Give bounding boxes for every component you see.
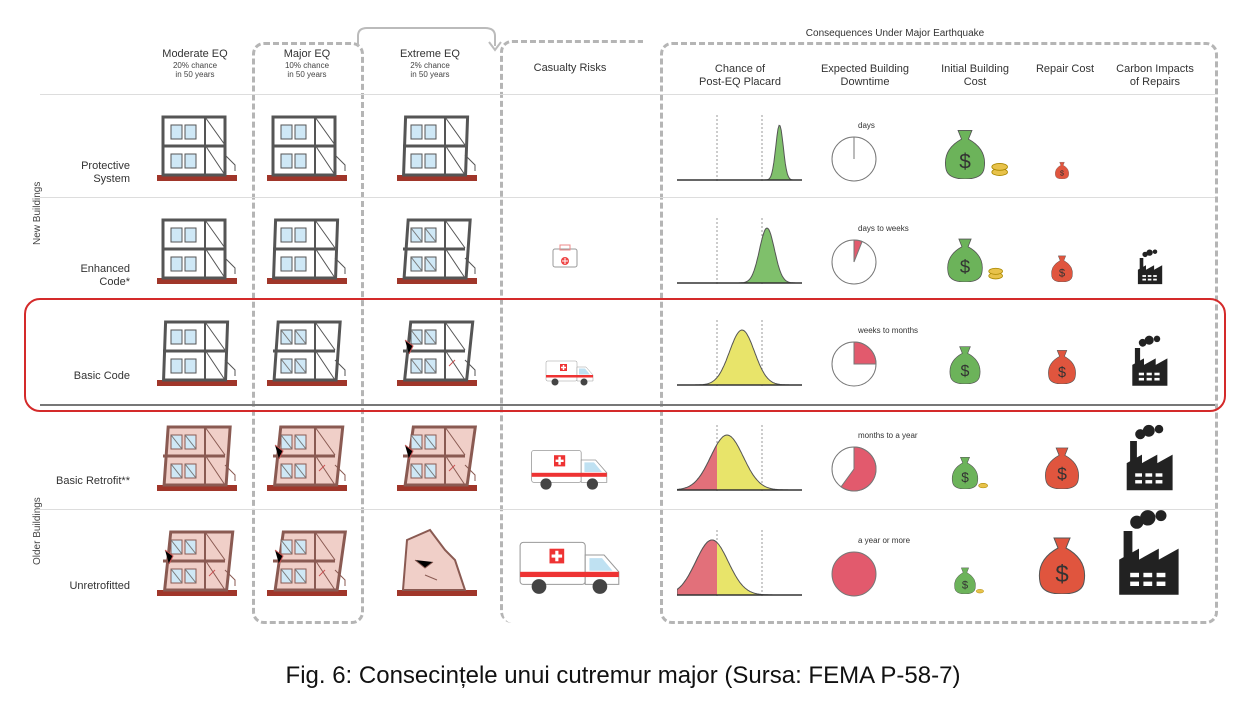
initial-cost-bag-icon: $	[945, 344, 1015, 389]
downtime-label: days to weeks	[858, 224, 909, 233]
building-illustration	[145, 415, 245, 502]
row-label-line: Basic Retrofit**	[56, 475, 130, 487]
initial-cost-bag-icon: $	[939, 127, 1021, 184]
group-new-buildings: New Buildings	[32, 181, 43, 245]
repair-cost-bag-icon: $	[1048, 254, 1106, 287]
row-divider	[40, 404, 670, 406]
repair-cost-bag-icon: $	[1044, 348, 1110, 389]
placard-distribution-chart	[676, 525, 805, 605]
placard-distribution-chart	[677, 213, 805, 293]
row-label-line: Basic Code	[73, 370, 130, 382]
carbon-factory-icon	[1131, 335, 1170, 392]
header-consequences: Consequences Under Major Earthquake	[805, 28, 985, 39]
row-divider	[665, 404, 1215, 406]
downtime-label: a year or more	[858, 536, 911, 545]
consequences-box	[660, 42, 1218, 624]
initial-cost-bag-icon: $	[948, 455, 1012, 494]
repair-cost-bag-icon: $	[1032, 534, 1122, 599]
row-label: Basic Code	[35, 370, 130, 383]
svg-text:$: $	[1055, 561, 1068, 588]
svg-text:$: $	[961, 470, 969, 485]
building-illustration	[255, 105, 355, 192]
building-illustration	[145, 310, 245, 397]
downtime-pie-chart	[830, 135, 880, 190]
row-label-line: Unretrofitted	[69, 580, 130, 592]
figure-caption: Fig. 6: Consecințele unui cutremur major…	[285, 662, 961, 689]
initial-cost-bag-icon: $	[942, 236, 1018, 287]
row-divider	[665, 197, 1215, 198]
building-illustration	[255, 310, 355, 397]
svg-text:$: $	[1059, 267, 1066, 279]
svg-text:$: $	[1058, 365, 1066, 381]
row-divider	[40, 94, 670, 95]
carbon-factory-icon	[1125, 424, 1176, 497]
downtime-pie-chart	[830, 550, 880, 605]
downtime-pie-chart	[830, 445, 880, 500]
first-aid-kit-icon	[550, 243, 580, 276]
placard-distribution-chart	[676, 420, 805, 500]
building-illustration	[255, 415, 355, 502]
building-illustration	[255, 520, 355, 607]
svg-text:$: $	[1057, 464, 1067, 484]
building-illustration	[145, 105, 245, 192]
row-label: Unretrofitted	[35, 580, 130, 593]
row-divider	[665, 94, 1215, 95]
building-illustration	[385, 310, 485, 397]
highlight-frame	[24, 298, 1226, 412]
svg-text:$: $	[962, 579, 969, 591]
row-divider	[665, 509, 1215, 510]
ambulance-icon	[518, 534, 623, 602]
repair-cost-bag-icon: $	[1040, 445, 1114, 494]
group-older-buildings: Older Buildings	[32, 497, 43, 565]
building-illustration	[385, 520, 485, 607]
placard-distribution-chart	[677, 315, 805, 395]
downtime-label: days	[858, 121, 875, 130]
svg-text:$: $	[961, 363, 970, 380]
ambulance-icon	[530, 444, 610, 497]
row-label-line: Enhanced	[80, 263, 130, 275]
svg-text:$: $	[1060, 168, 1064, 177]
major-eq-box	[252, 42, 364, 624]
placard-distribution-chart	[677, 110, 805, 190]
row-divider	[40, 509, 670, 510]
row-divider	[40, 197, 670, 198]
downtime-pie-chart	[830, 340, 880, 395]
header-repair-cost: Repair Cost	[1035, 63, 1095, 75]
arrow-connector	[357, 27, 502, 52]
building-illustration	[145, 208, 245, 295]
building-illustration	[385, 105, 485, 192]
downtime-pie-chart	[830, 238, 880, 293]
row-label-line: Code*	[99, 276, 130, 288]
initial-cost-bag-icon: $	[951, 566, 1009, 599]
row-label-line: System	[93, 173, 130, 185]
svg-text:$: $	[959, 151, 971, 174]
downtime-label: weeks to months	[858, 326, 919, 335]
header-casualty: Casualty Risks	[533, 62, 607, 74]
carbon-factory-icon	[1117, 509, 1183, 602]
ambulance-icon	[545, 357, 595, 392]
building-illustration	[385, 415, 485, 502]
row-label-line: Protective	[81, 160, 130, 172]
building-illustration	[255, 208, 355, 295]
svg-text:$: $	[960, 256, 970, 277]
row-label: Basic Retrofit**	[35, 475, 130, 488]
repair-cost-bag-icon: $	[1053, 161, 1101, 184]
downtime-label: months to a year	[858, 431, 918, 440]
building-illustration	[145, 520, 245, 607]
building-illustration	[385, 208, 485, 295]
casualty-box	[500, 40, 643, 623]
carbon-factory-icon	[1137, 249, 1164, 290]
